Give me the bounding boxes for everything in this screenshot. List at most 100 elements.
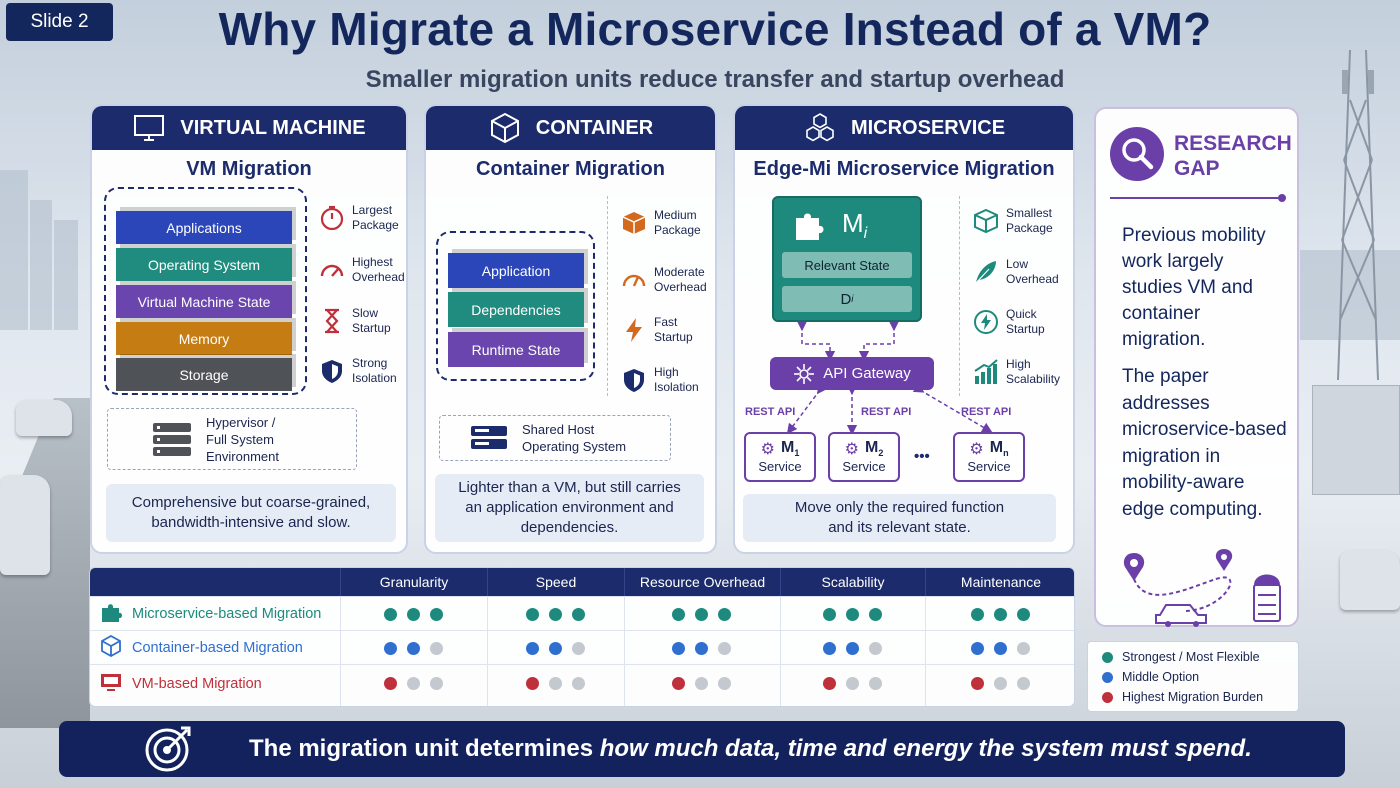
rating-dot-filled (970, 677, 984, 690)
page-title: Why Migrate a Microservice Instead of a … (218, 3, 1212, 55)
gauge-icon (320, 264, 344, 277)
container-title: Container Migration (476, 158, 665, 180)
rating-dots (970, 631, 1030, 665)
mobility-route-icon (1123, 549, 1281, 627)
rating-dot-filled (383, 607, 397, 621)
rating-dot-filled (845, 607, 859, 621)
rating-dot-filled (672, 641, 685, 655)
hexagon-cluster-icon (806, 113, 834, 142)
vm-layer: Operating System (116, 248, 292, 281)
rating-dot-filled (970, 607, 984, 621)
rating-dot-empty (718, 677, 731, 690)
growth-chart-icon (974, 359, 998, 384)
cell-tower-image (1337, 49, 1379, 381)
microservice-panel-header: MICROSERVICE (735, 106, 1073, 150)
rating-dots (970, 665, 1030, 702)
row-label: Container-based Migration (100, 631, 303, 665)
container-layer: Dependencies (448, 292, 584, 327)
vm-panel-header: VIRTUAL MACHINE (92, 106, 406, 150)
box-icon (622, 212, 646, 234)
rating-dot-filled (695, 641, 708, 655)
rating-dots (383, 631, 443, 665)
rating-dots (672, 631, 731, 665)
network-icon (794, 363, 815, 384)
hourglass-icon (325, 308, 339, 334)
gear-icon: ⚙ (969, 441, 984, 458)
server-cabinet-image (1312, 385, 1400, 495)
rating-dot-filled (970, 641, 984, 655)
slide-badge: Slide 2 (6, 3, 113, 41)
rating-dot-empty (868, 677, 882, 690)
vm-layer: Virtual Machine State (116, 285, 292, 318)
monitor-icon (100, 671, 122, 697)
vm-stack (104, 187, 307, 395)
puzzle-icon (100, 601, 122, 627)
rating-dot-filled (845, 641, 859, 655)
rating-dot-empty (429, 641, 443, 655)
container-layer: Runtime State (448, 332, 584, 367)
gauge-icon (622, 274, 646, 287)
server-icon (471, 426, 507, 449)
rating-dots (525, 597, 585, 631)
row-label: Microservice-based Migration (100, 597, 321, 631)
timer-icon (320, 205, 344, 231)
shield-icon (322, 360, 342, 383)
rating-dot-filled (1016, 607, 1030, 621)
rating-dot-filled (525, 607, 539, 621)
api-gateway: API Gateway (770, 357, 934, 390)
legend-item: Strongest / Most Flexible (1102, 650, 1260, 664)
rating-dot-filled (672, 607, 685, 621)
rating-dot-empty (868, 641, 882, 655)
puzzle-icon (796, 213, 824, 240)
feather-icon (975, 261, 996, 284)
row-label: VM-based Migration (100, 665, 262, 702)
gear-icon: ⚙ (844, 441, 859, 458)
rating-dot-filled (571, 607, 585, 621)
magnifier-icon-badge (1110, 127, 1164, 181)
column-header: Scalability (780, 568, 925, 596)
table-row: Container-based Migration (90, 630, 1074, 665)
service-box: ⚙M2 Service (828, 432, 900, 482)
rating-dot-filled (548, 641, 562, 655)
car-image (0, 475, 50, 575)
legend-item: Highest Migration Burden (1102, 690, 1263, 704)
rating-dots (525, 631, 585, 665)
rating-dot-filled (429, 607, 443, 621)
column-header: Granularity (340, 568, 487, 596)
rating-dot-filled (993, 641, 1007, 655)
column-header: Resource Overhead (624, 568, 780, 596)
rating-dot-empty (993, 677, 1007, 690)
container-layer: Application (448, 253, 584, 288)
rating-dot-filled (822, 641, 836, 655)
rating-dot-empty (1016, 641, 1030, 655)
rating-dot-filled (383, 641, 397, 655)
lightning-circle-icon (974, 310, 998, 334)
rating-dots (672, 665, 731, 702)
rating-dot-empty (548, 677, 562, 690)
rating-dot-filled (525, 641, 539, 655)
vm-note: Comprehensive but coarse-grained,bandwid… (106, 484, 396, 542)
rating-dot-filled (406, 607, 420, 621)
rating-dot-empty (1016, 677, 1030, 690)
rating-dots (822, 665, 882, 702)
rating-dots (383, 597, 443, 631)
monitor-icon (134, 115, 165, 141)
lightning-icon (626, 318, 642, 342)
legend-item: Middle Option (1102, 670, 1199, 684)
rest-api-label: REST API (745, 406, 796, 418)
